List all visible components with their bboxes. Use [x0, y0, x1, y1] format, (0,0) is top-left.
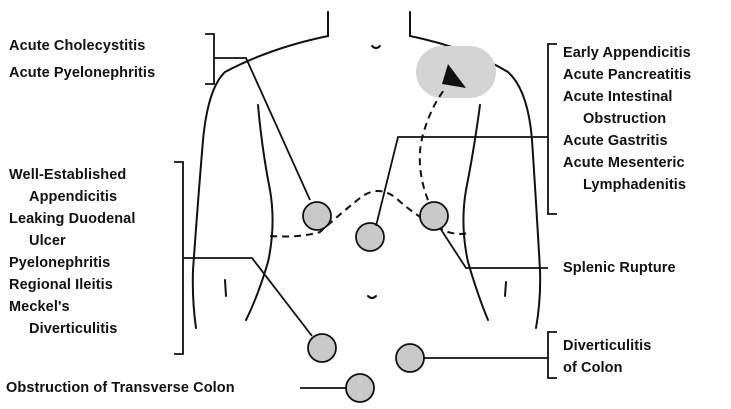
- spot-epigastric: [356, 223, 384, 251]
- label-acute-pyelonephritis: Acute Pyelonephritis: [9, 62, 155, 84]
- label-group-middle-left: Well-Established Appendicitis Leaking Du…: [9, 164, 135, 340]
- label-acute-mesenteric: Acute Mesenteric: [563, 152, 691, 174]
- label-acute-gastritis: Acute Gastritis: [563, 130, 691, 152]
- label-pyelonephritis: Pyelonephritis: [9, 252, 135, 274]
- label-diverticulitis-colon-2: of Colon: [563, 357, 651, 379]
- label-splenic-rupture: Splenic Rupture: [563, 257, 676, 279]
- label-diverticulitis: Diverticulitis: [9, 318, 135, 340]
- spot-left-lower-quadrant: [396, 344, 424, 372]
- label-regional-ileitis: Regional Ileitis: [9, 274, 135, 296]
- label-group-diverticulitis-colon: Diverticulitis of Colon: [563, 335, 651, 379]
- spot-left-upper-quadrant: [420, 202, 448, 230]
- label-lymphadenitis: Lymphadenitis: [563, 174, 691, 196]
- spot-right-lower-quadrant: [308, 334, 336, 362]
- label-group-upper-right: Early Appendicitis Acute Pancreatitis Ac…: [563, 42, 691, 196]
- label-ulcer: Ulcer: [9, 230, 135, 252]
- label-group-upper-left: Acute Cholecystitis Acute Pyelonephritis: [9, 35, 155, 84]
- spot-suprapubic: [346, 374, 374, 402]
- spot-right-upper-quadrant: [303, 202, 331, 230]
- label-diverticulitis-colon-1: Diverticulitis: [563, 335, 651, 357]
- shoulder-pain-area: [416, 46, 496, 98]
- label-meckels: Meckel's: [9, 296, 135, 318]
- label-appendicitis: Appendicitis: [9, 186, 135, 208]
- pain-spots: [303, 202, 448, 402]
- label-obstruction: Obstruction: [563, 108, 691, 130]
- leader-lines: [174, 34, 557, 388]
- label-leaking-duodenal: Leaking Duodenal: [9, 208, 135, 230]
- label-acute-intestinal: Acute Intestinal: [563, 86, 691, 108]
- label-obstruction-transverse-colon: Obstruction of Transverse Colon: [6, 377, 235, 399]
- label-acute-cholecystitis: Acute Cholecystitis: [9, 35, 155, 57]
- label-early-appendicitis: Early Appendicitis: [563, 42, 691, 64]
- label-acute-pancreatitis: Acute Pancreatitis: [563, 64, 691, 86]
- label-well-established: Well-Established: [9, 164, 135, 186]
